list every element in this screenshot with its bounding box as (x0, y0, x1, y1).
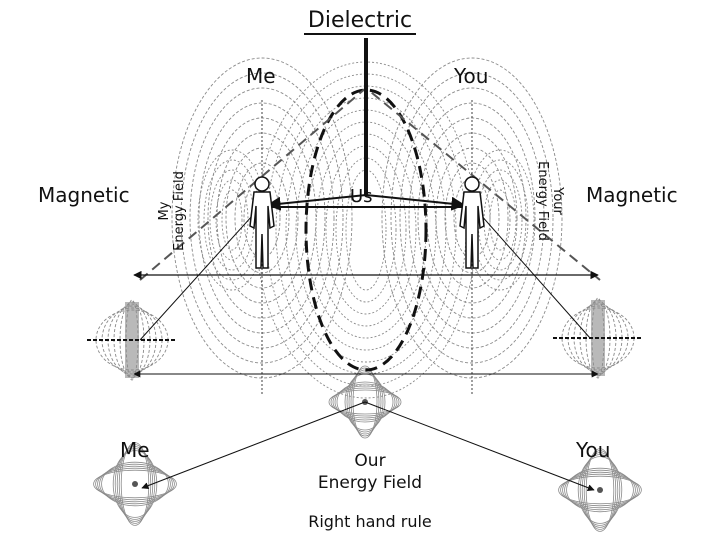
field-lobe-you-outer (483, 179, 517, 261)
your-energy-field-line1: Your (550, 187, 565, 215)
field-flower-me-v (118, 444, 152, 524)
field-loop-us (275, 85, 457, 375)
person-figure-me-icon (249, 176, 275, 269)
field-flower-you-v (583, 450, 617, 530)
title-dielectric: Dielectric (0, 8, 720, 35)
field-lobe-me-outer (221, 189, 243, 251)
field-flower-you-v (585, 448, 615, 532)
our-line2: Energy Field (317, 473, 423, 493)
label-right-hand-rule: Right hand rule (308, 512, 432, 531)
field-flower-me-h (99, 463, 171, 505)
dielectric-ellipse (304, 88, 428, 372)
field-flower-me-h (93, 469, 177, 499)
my-energy-field-line2: Energy Field (172, 171, 187, 251)
label-our-energy-field: Our Energy Field (300, 450, 440, 494)
label-my-energy-field: My Energy Field (157, 151, 187, 271)
field-flower-our-h (334, 383, 396, 421)
label-us: Us (350, 186, 373, 207)
person-figure-you-icon-body (459, 191, 485, 269)
our-line1: Our (354, 451, 386, 471)
field-loop-you (426, 132, 518, 304)
my-energy-field-line1: My (157, 201, 172, 221)
person-figure-you-icon-head (464, 176, 480, 192)
field-loop-us (295, 109, 437, 351)
field-lobe-you-outer (489, 189, 511, 251)
field-loop-us (335, 157, 397, 303)
label-magnetic-right: Magnetic (586, 183, 678, 207)
arrow-us-to-you (365, 194, 466, 211)
label-me-bottom: Me (120, 438, 150, 462)
field-flower-you-h (562, 471, 638, 509)
field-flower-me-h (97, 465, 173, 503)
field-flower-our-h (336, 381, 394, 423)
field-loop-you (390, 72, 554, 364)
field-flower-me-h (95, 467, 175, 501)
person-figure-you-icon (459, 176, 485, 269)
field-flower-me-h (101, 461, 169, 507)
field-flower-our-h (328, 389, 402, 415)
arrow-our-to-you (364, 401, 595, 492)
field-loop-me (216, 132, 308, 304)
field-flower-me-v (112, 450, 158, 518)
label-your-energy-field: Your Energy Field (535, 141, 565, 261)
field-flower-you-center (597, 487, 603, 493)
label-me-top: Me (246, 64, 276, 88)
link-you-coil (471, 204, 591, 339)
field-flower-our-v (350, 367, 380, 437)
field-flower-you-h (558, 475, 642, 505)
label-you-bottom: You (576, 438, 611, 462)
label-you-top: You (454, 64, 489, 88)
field-flower-you-h (566, 467, 634, 513)
your-energy-field-line2: Energy Field (535, 161, 550, 241)
field-flower-you-v (577, 456, 623, 524)
field-loop-me (180, 72, 344, 364)
field-flower-me-v (114, 448, 156, 520)
field-flower-our-v (348, 369, 382, 435)
field-flower-you-h (564, 469, 636, 511)
people-group (249, 176, 485, 269)
field-flower-our-h (330, 387, 400, 417)
field-flower-our-v (352, 365, 378, 439)
arrow-our-to-me (141, 401, 366, 489)
structure-lines-group (87, 38, 643, 492)
outer-field-outline (139, 86, 601, 281)
person-figure-me-icon-head (254, 176, 270, 192)
field-flower-our-h (332, 385, 398, 419)
arrow-us-to-me (266, 194, 367, 211)
field-loop-us (285, 97, 447, 363)
field-flower-me-center (132, 481, 138, 487)
field-flower-you-h (560, 473, 640, 507)
label-magnetic-left: Magnetic (38, 183, 130, 207)
link-me-coil (139, 204, 263, 341)
field-flower-you-v (581, 452, 619, 528)
person-figure-me-icon-body (249, 191, 275, 269)
field-flower-you-v (579, 454, 621, 526)
